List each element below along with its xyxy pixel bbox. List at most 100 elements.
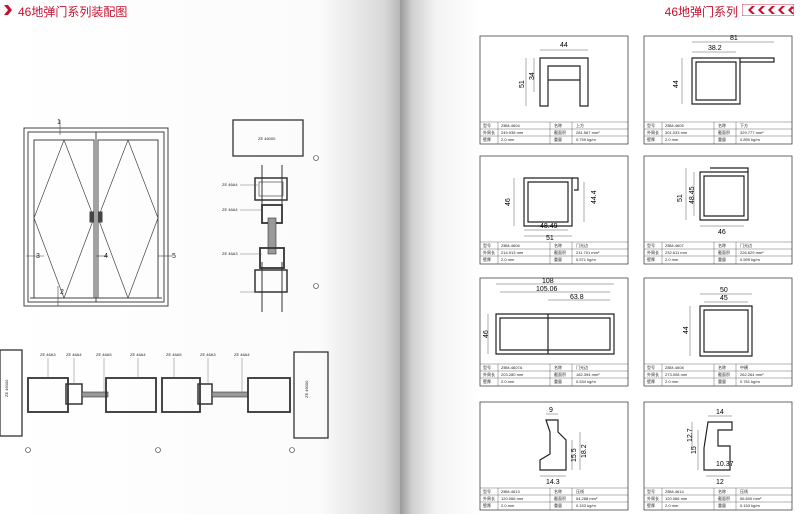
profile-weight: 0.153 kg/m [740, 503, 760, 508]
dimension-label: 46 [718, 229, 726, 236]
dimension-label: 15.5 [571, 448, 578, 462]
dimension-label: 12.7 [687, 428, 694, 442]
elevation-label: 4 [104, 253, 108, 260]
dimension-label: 81 [730, 35, 738, 42]
dimension-label: 38.2 [708, 45, 722, 52]
dimension-label: 51 [519, 80, 526, 88]
profile-callout: ZE 46A4 [222, 182, 238, 187]
dimension-label: 105.06 [536, 286, 558, 293]
assembly-drawing: 1 2 3 4 5 [0, 119, 329, 453]
profile-thickness: 2.0 mm [501, 257, 515, 262]
profile-card: 50 45 44 型号 ZBM-4608 名称 中横 外周长 [643, 277, 793, 387]
table-label: 外周长 [483, 129, 495, 135]
profile-weight: 0.761 kg/m [740, 379, 760, 384]
table-label: 型号 [647, 122, 655, 128]
dimension-label: 34 [529, 72, 536, 80]
profile-callout: ZE 46A4 [234, 352, 250, 357]
profile-perimeter: 232.611 mm [665, 250, 688, 255]
table-label: 重量 [554, 256, 562, 262]
profile-callout: ZE 46A5 [96, 352, 112, 357]
dimension-label: 50 [720, 287, 728, 294]
table-label: 重量 [554, 502, 562, 508]
table-label: 型号 [647, 242, 655, 248]
profile-name: 上方 [576, 122, 584, 128]
table-label: 型号 [483, 242, 491, 248]
profile-area: 182.394 mm² [576, 372, 600, 377]
profile-code: ZBM-4606 [501, 243, 520, 248]
table-label: 截面积 [554, 249, 566, 255]
profile-perimeter: 203.280 mm [501, 372, 524, 377]
profile-code: ZBM-4607A [501, 365, 523, 370]
profile-thickness: 2.0 mm [665, 379, 679, 384]
table-label: 外周长 [647, 129, 659, 135]
profile-callout: ZE 46000 [258, 136, 276, 141]
table-label: 壁厚 [483, 256, 491, 262]
profile-thickness: 2.0 mm [501, 137, 515, 142]
table-label: 重量 [718, 502, 726, 508]
dimension-label: 48.45 [689, 186, 696, 204]
table-label: 外周长 [647, 495, 659, 501]
profile-weight: 0.759 kg/m [576, 137, 596, 142]
dimension-label: 9 [549, 407, 553, 414]
profile-callout: ZE 46A3 [222, 251, 238, 256]
table-label: 型号 [647, 488, 655, 494]
table-label: 型号 [483, 122, 491, 128]
table-label: 名称 [718, 364, 726, 370]
profile-code: ZBM-4604 [501, 123, 520, 128]
table-label: 壁厚 [483, 378, 491, 384]
dimension-label: 15 [691, 446, 698, 454]
dimension-label: 18.2 [581, 444, 588, 458]
profile-callout: ZE 46A5 [166, 352, 182, 357]
profile-area: 329.777 mm² [740, 130, 764, 135]
profile-perimeter: 301.033 mm [665, 130, 688, 135]
profile-callout: ZE 46A4 [66, 352, 82, 357]
wall-label: ZE 46000 [304, 380, 309, 398]
profile-weight: 0.890 kg/m [740, 137, 760, 142]
profile-code: ZBM-4608 [665, 365, 684, 370]
table-label: 名称 [554, 242, 562, 248]
table-label: 截面积 [718, 129, 730, 135]
dimension-label: 10.37 [716, 461, 734, 468]
profile-card: 51 48.45 46 型号 ZBM-4607 名称 门光边 外周长 [643, 155, 793, 265]
profile-area: 54.288 mm² [576, 496, 598, 501]
table-label: 型号 [647, 364, 655, 370]
profile-weight: 0.153 kg/m [576, 503, 596, 508]
profile-area: 226.629 mm² [740, 250, 764, 255]
profile-perimeter: 120.066 mm [665, 496, 688, 501]
profile-code: ZBM-4613 [501, 489, 520, 494]
table-label: 截面积 [554, 371, 566, 377]
table-label: 截面积 [554, 495, 566, 501]
chevron-icon [4, 5, 12, 15]
profile-weight: 0.534 kg/m [576, 379, 596, 384]
table-label: 壁厚 [483, 136, 491, 142]
profile-perimeter: 120.066 mm [501, 496, 524, 501]
profile-catalog: 44 51 34 型号 ZBM-4604 名称 上方 外周长 [479, 35, 793, 511]
profile-perimeter: 249.938 mm [501, 130, 524, 135]
table-label: 壁厚 [647, 136, 655, 142]
table-label: 名称 [718, 242, 726, 248]
dimension-label: 44 [683, 326, 690, 334]
profile-card: 44 51 34 型号 ZBM-4604 名称 上方 外周长 [479, 35, 629, 145]
elevation-label: 5 [172, 253, 176, 260]
profile-card: 81 38.2 44 型号 ZBM-4605 名称 下方 外周长 [643, 35, 793, 145]
profile-name: 门光边 [740, 242, 752, 248]
table-label: 壁厚 [647, 502, 655, 508]
left-page: 46地弹门系列装配图 1 2 [0, 0, 400, 514]
profile-weight: 0.599 kg/m [740, 257, 760, 262]
profile-code: ZBM-4607 [665, 243, 684, 248]
dimension-label: 45 [720, 295, 728, 302]
wall-label: ZE 46000 [4, 379, 9, 397]
dimension-label: 14.3 [546, 479, 560, 486]
profile-thickness: 2.0 mm [665, 257, 679, 262]
dimension-label: 44.4 [591, 190, 598, 204]
table-label: 外周长 [483, 495, 495, 501]
table-label: 壁厚 [647, 256, 655, 262]
dimension-label: 46 [505, 198, 512, 206]
table-label: 外周长 [647, 249, 659, 255]
dimension-label: 63.8 [570, 294, 584, 301]
profile-perimeter: 214.913 mm [501, 250, 524, 255]
table-label: 截面积 [718, 495, 730, 501]
elevation-label: 2 [60, 289, 64, 296]
dimension-label: 12 [716, 479, 724, 486]
profile-name: 下方 [740, 122, 748, 128]
